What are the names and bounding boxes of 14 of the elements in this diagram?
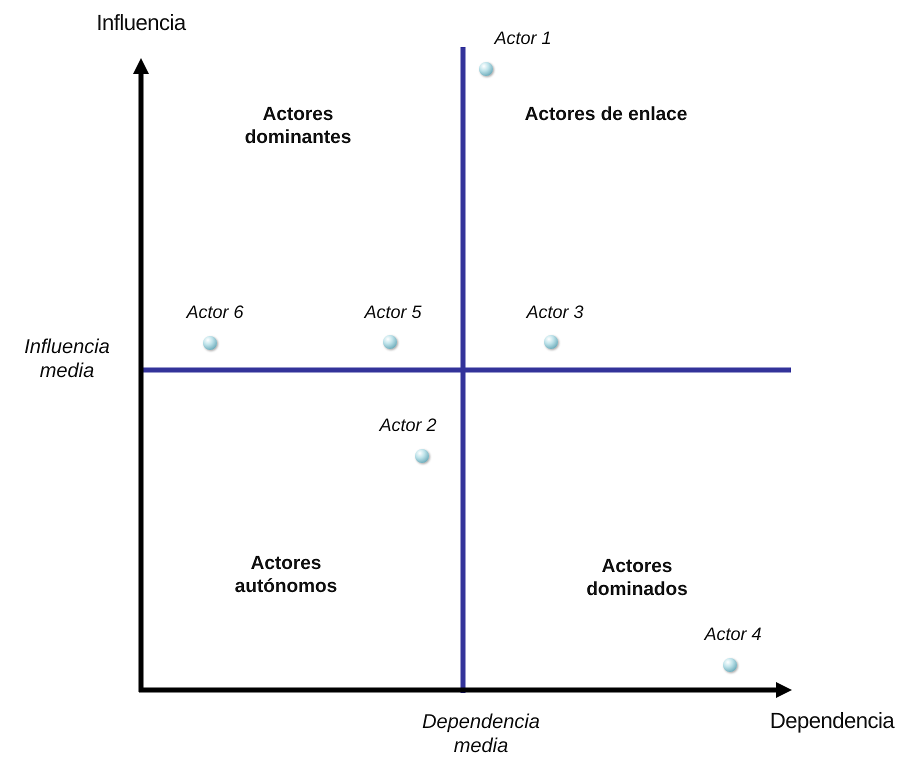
point-label: Actor 5 xyxy=(362,302,423,324)
axis-label: Dependencia media xyxy=(421,710,541,758)
point-label: Actor 3 xyxy=(524,302,585,324)
quadrant-label: Actores dominantes xyxy=(244,104,352,150)
quadrant-label: Actores de enlace xyxy=(524,104,688,127)
point-label: Actor 2 xyxy=(378,415,438,437)
axis-title: Dependencia xyxy=(768,708,896,734)
point-label: Actor 1 xyxy=(492,28,553,50)
quadrant-label: Actores autónomos xyxy=(234,553,338,599)
quadrant-label: Actores dominados xyxy=(585,556,689,602)
point-label: Actor 6 xyxy=(184,302,245,324)
point-label: Actor 4 xyxy=(702,624,763,646)
axis-label: Influencia media xyxy=(23,335,111,383)
axis-title: Influencia xyxy=(95,10,188,36)
